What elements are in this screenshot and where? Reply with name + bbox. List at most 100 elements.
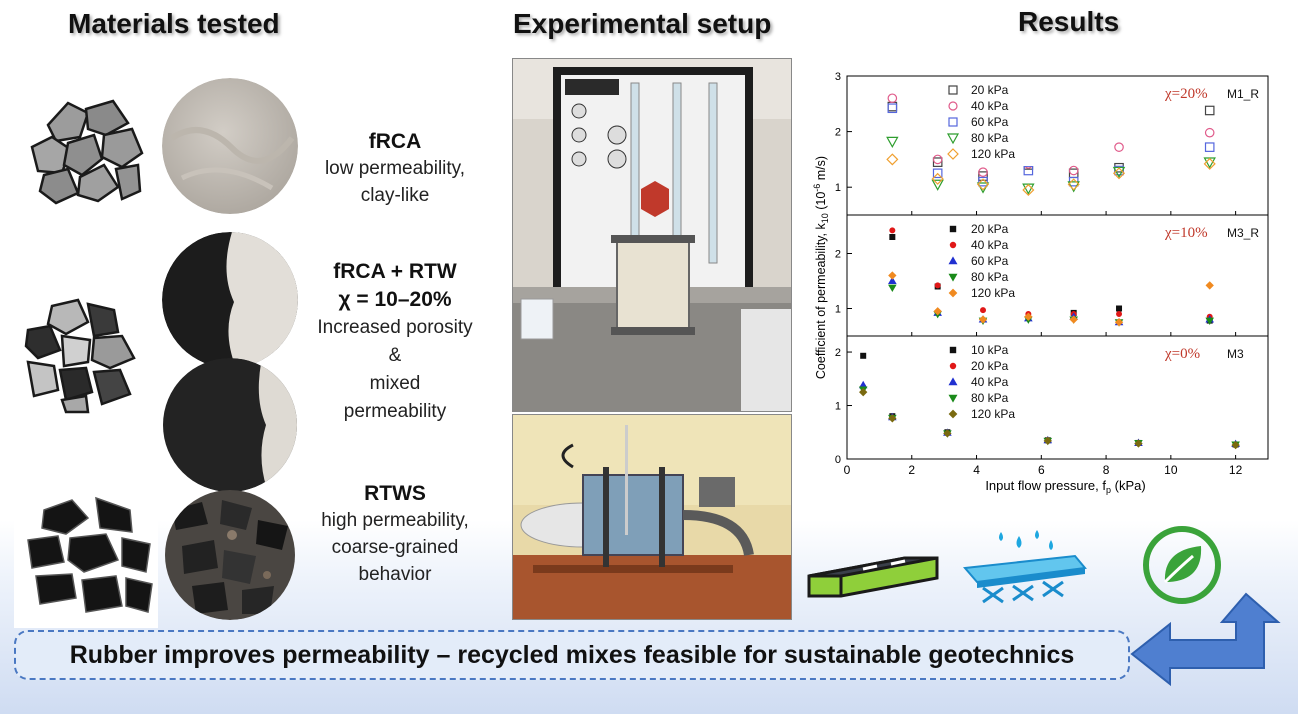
- data-point: [887, 103, 898, 114]
- legend-label: 60 kPa: [971, 254, 1009, 268]
- data-point: [887, 93, 898, 104]
- data-point: [931, 179, 944, 191]
- data-point: [888, 414, 897, 423]
- frca-sample-photo: [162, 78, 298, 214]
- y-axis-label-end: m/s): [814, 156, 828, 184]
- data-point: [978, 315, 988, 324]
- frca-rtw-name: fRCA + RTW: [333, 260, 457, 283]
- data-point: [946, 133, 960, 145]
- return-arrow-icon: [1130, 592, 1281, 687]
- data-point: [860, 352, 867, 359]
- frca-rtw-sample-photo-1: [162, 232, 298, 368]
- panel-tag: M1_R: [1227, 87, 1259, 101]
- rtws-name: RTWS: [364, 482, 426, 505]
- rig-photo: [512, 414, 792, 620]
- x-axis-label-sub: p: [1106, 485, 1111, 495]
- legend-label: 80 kPa: [971, 131, 1009, 145]
- legend-label: 10 kPa: [971, 343, 1009, 357]
- data-point: [1067, 178, 1080, 191]
- data-point: [888, 271, 897, 280]
- data-point: [948, 101, 958, 111]
- mixed-grains-illustration: [24, 298, 136, 414]
- legend-label: 20 kPa: [971, 83, 1009, 97]
- x-tick-label: 6: [1038, 463, 1045, 477]
- panel-chi-label: χ=10%: [1164, 225, 1208, 241]
- data-point: [1116, 310, 1123, 317]
- legend-bg: [943, 340, 1039, 426]
- data-point: [889, 233, 896, 240]
- data-point: [976, 178, 990, 191]
- data-point: [1068, 165, 1079, 176]
- data-point: [978, 176, 988, 187]
- data-point: [948, 288, 958, 298]
- y-axis-label: Coefficient of permeability, k10 (10-6 m…: [812, 156, 830, 379]
- heading-results: Results: [1018, 6, 1120, 37]
- frca-name: fRCA: [368, 130, 422, 153]
- frca-rtw-description: fRCA + RTW χ = 10–20% Increased porosity…: [300, 258, 490, 426]
- legend-label: 40 kPa: [971, 375, 1009, 389]
- data-point: [859, 387, 868, 397]
- y-axis-label-rest: (10: [814, 192, 828, 214]
- leaf-sustainability-icon: [1143, 526, 1221, 604]
- legend-label: 120 kPa: [971, 286, 1015, 300]
- y-axis-label-sub: 10: [820, 213, 830, 223]
- water-drainage-icon: [963, 530, 1087, 604]
- data-point: [1069, 315, 1078, 324]
- panel-chi-label: χ=0%: [1164, 346, 1200, 362]
- series-40-kPa: [887, 93, 1215, 177]
- legend-label: 60 kPa: [971, 115, 1009, 129]
- legend-label: 80 kPa: [971, 391, 1009, 405]
- y-tick-label: 2: [835, 347, 841, 359]
- panel-tag: M3_R: [1227, 226, 1259, 240]
- rtws-line-1: high permeability,: [321, 510, 469, 531]
- legend-bg: [943, 219, 1039, 305]
- frca-rtw-line-2: &: [388, 345, 402, 366]
- data-point: [947, 148, 959, 160]
- frca-rtw-chi: χ = 10–20%: [338, 288, 452, 311]
- data-point: [978, 171, 988, 181]
- data-point: [886, 153, 899, 166]
- series-80-kPa: [888, 284, 1215, 327]
- data-point: [1205, 281, 1214, 290]
- data-point: [948, 377, 958, 386]
- y-tick-label: 1: [835, 304, 841, 316]
- legend-label: 20 kPa: [971, 222, 1009, 236]
- data-point: [978, 167, 988, 177]
- legend-bg: [943, 80, 1039, 166]
- x-tick-label: 8: [1103, 463, 1110, 477]
- data-point: [1114, 165, 1124, 176]
- data-point: [943, 429, 952, 438]
- data-point: [1023, 165, 1034, 176]
- data-point: [948, 409, 958, 419]
- rtws-line-2: coarse-grained: [331, 537, 459, 558]
- data-point: [1114, 318, 1124, 327]
- x-axis-label-main: Input flow pressure, f: [985, 478, 1106, 493]
- rtws-sample-photo: [165, 490, 295, 620]
- series-80-kPa: [886, 136, 1216, 195]
- y-tick-label: 2: [835, 127, 841, 139]
- legend-label: 20 kPa: [971, 359, 1009, 373]
- data-point: [949, 241, 957, 249]
- data-point: [948, 85, 958, 95]
- data-point: [932, 154, 943, 165]
- data-point: [1116, 305, 1123, 312]
- frca-rtw-line-1: Increased porosity: [317, 317, 473, 338]
- data-point: [1022, 183, 1035, 197]
- rtws-description: RTWS high permeability, coarse-grained b…: [300, 480, 490, 588]
- heading-materials: Materials tested: [68, 8, 280, 39]
- legend-label: 80 kPa: [971, 270, 1009, 284]
- data-point: [889, 227, 896, 234]
- y-tick-label: 2: [835, 249, 841, 261]
- data-point: [932, 157, 943, 167]
- conclusion-banner: Rubber improves permeability – recycled …: [14, 630, 1130, 680]
- x-axis-label-unit: (kPa): [1111, 478, 1146, 493]
- data-point: [949, 346, 957, 354]
- frca-rtw-line-4: permeability: [343, 401, 447, 422]
- y-axis-label-main: Coefficient of permeability, k: [814, 223, 828, 380]
- data-point: [948, 117, 958, 127]
- frca-grains-illustration: [30, 99, 144, 205]
